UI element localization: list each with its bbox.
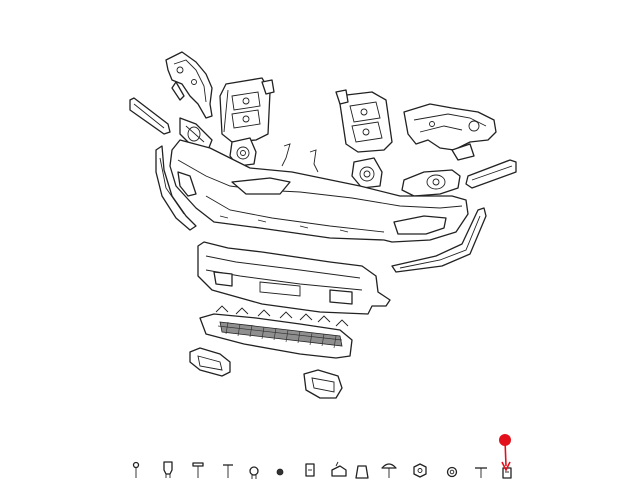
left-upper-mount-bracket[interactable] <box>165 51 213 119</box>
fastener-t-clip[interactable] <box>475 467 487 478</box>
left-upper-trim-strip[interactable] <box>129 97 171 135</box>
right-lower-bezel[interactable] <box>303 369 343 399</box>
right-bumper-end-cap[interactable] <box>391 207 487 273</box>
front-bumper-fascia[interactable] <box>169 139 469 243</box>
fastener-hex-nut[interactable] <box>413 463 427 478</box>
callout-dot[interactable] <box>499 434 511 446</box>
fastener-grommet[interactable] <box>331 461 347 477</box>
lower-bumper-valance[interactable] <box>197 241 391 315</box>
center-left-mount-plate[interactable] <box>219 77 275 143</box>
left-bumper-end-cap[interactable] <box>155 145 197 231</box>
fastener-screw[interactable] <box>223 464 233 478</box>
fastener-retainer[interactable] <box>305 463 315 477</box>
callout-pointer[interactable] <box>499 434 511 472</box>
lower-grille-mesh[interactable] <box>199 305 353 359</box>
right-upper-trim-strip[interactable] <box>465 159 517 189</box>
left-lower-bezel[interactable] <box>189 347 231 377</box>
right-fog-lamp-unit[interactable] <box>351 157 383 189</box>
right-fog-lamp-bezel[interactable] <box>401 169 461 197</box>
fastener-highlighted-clip[interactable] <box>502 467 512 479</box>
fasteners-row <box>132 461 512 479</box>
fastener-clip[interactable] <box>163 461 173 478</box>
fastener-mushroom-clip[interactable] <box>381 463 397 478</box>
fastener-washer[interactable] <box>446 466 458 478</box>
center-right-mount-plate[interactable] <box>335 89 393 153</box>
fastener-nut[interactable] <box>276 468 284 476</box>
left-fog-lamp-unit[interactable] <box>229 137 257 167</box>
right-upper-mount-bracket[interactable] <box>403 103 497 161</box>
fastener-push-pin[interactable] <box>192 462 204 478</box>
hook-clips[interactable] <box>281 143 319 173</box>
fastener-expansion-clip[interactable] <box>355 465 369 479</box>
fastener-rivet[interactable] <box>249 466 259 479</box>
fastener-bolt[interactable] <box>132 461 140 479</box>
